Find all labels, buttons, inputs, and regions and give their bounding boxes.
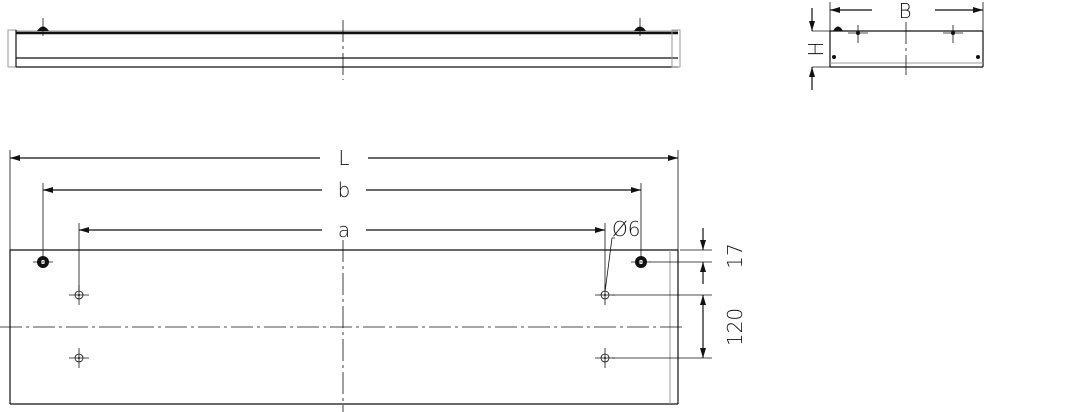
mount-point-right-icon bbox=[631, 256, 651, 268]
mount-point-left-icon bbox=[33, 256, 53, 268]
edge-offset-label: 17 bbox=[723, 243, 747, 268]
hole-icon bbox=[69, 348, 89, 368]
cross-section-view: B H bbox=[804, 0, 984, 90]
height-label: H bbox=[804, 41, 828, 56]
mount-spacing-outer-label: b bbox=[338, 178, 351, 202]
front-elevation-view bbox=[7, 18, 681, 80]
width-label: B bbox=[898, 0, 911, 23]
hole-diameter-label: Ø6 bbox=[612, 217, 640, 241]
length-label: L bbox=[338, 146, 349, 170]
hole-icon bbox=[595, 348, 615, 368]
fixing-holes bbox=[69, 285, 615, 368]
plan-view: L b a Ø6 17 120 bbox=[0, 146, 747, 412]
mount-spacing-inner-label: a bbox=[338, 218, 350, 242]
hole-row-spacing-label: 120 bbox=[723, 308, 747, 346]
